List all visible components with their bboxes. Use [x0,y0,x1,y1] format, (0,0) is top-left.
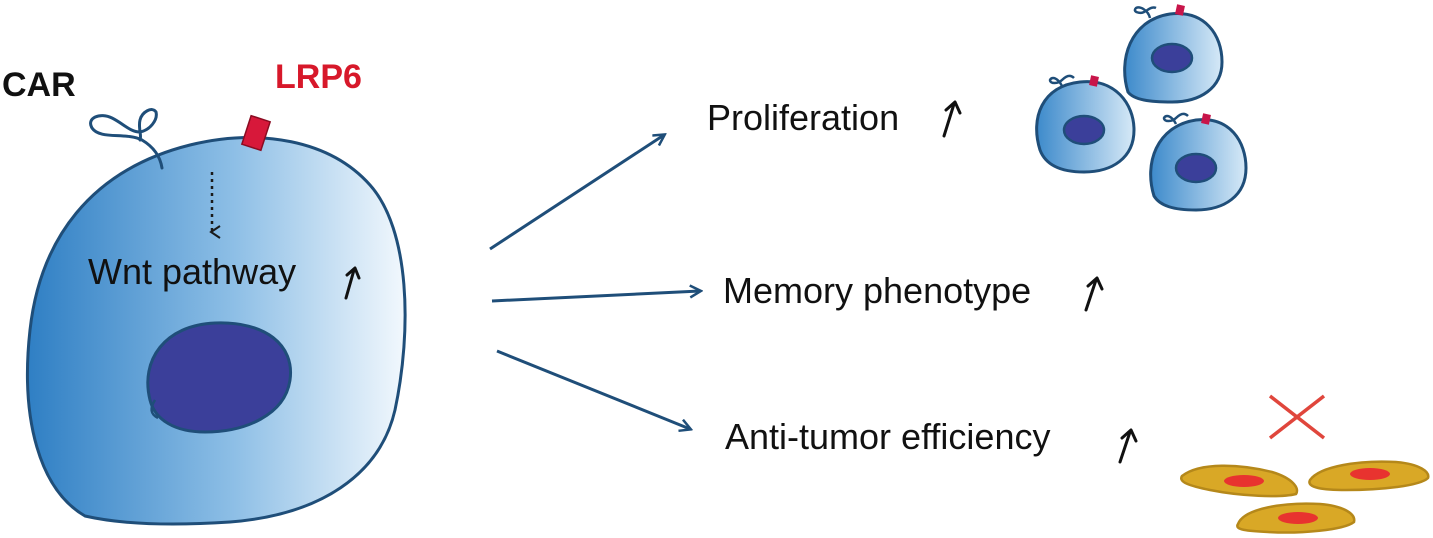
proliferation-up-arrow-icon [942,100,962,138]
antitumor-up-arrow-icon [1118,428,1138,464]
cell-nucleus [146,321,293,434]
arrow-to-memory [491,291,700,303]
wnt-pathway-label: Wnt pathway [88,251,296,292]
proliferation-label: Proliferation [707,97,899,138]
wnt-up-arrow-icon [344,266,361,300]
cross-icon [1268,394,1326,440]
tumor-cell-bottom [1236,502,1356,534]
arrow-to-proliferation [489,135,664,251]
arrow-to-antitumor [496,349,690,429]
proliferated-cell-left [1035,74,1136,174]
lrp6-label: LRP6 [275,58,362,96]
car-receptor-icon [89,108,164,170]
anti-tumor-efficiency-label: Anti-tumor efficiency [725,416,1050,457]
tumor-cell-left [1179,464,1299,498]
car-label: CAR [2,66,76,104]
memory-phenotype-label: Memory phenotype [723,270,1031,311]
proliferated-cell-top [1123,4,1224,104]
memory-up-arrow-icon [1084,276,1104,312]
proliferated-cell-right [1149,112,1248,212]
main-t-cell [26,136,407,526]
lrp6-receptor-icon [240,114,272,152]
tumor-cell-right [1308,460,1430,492]
